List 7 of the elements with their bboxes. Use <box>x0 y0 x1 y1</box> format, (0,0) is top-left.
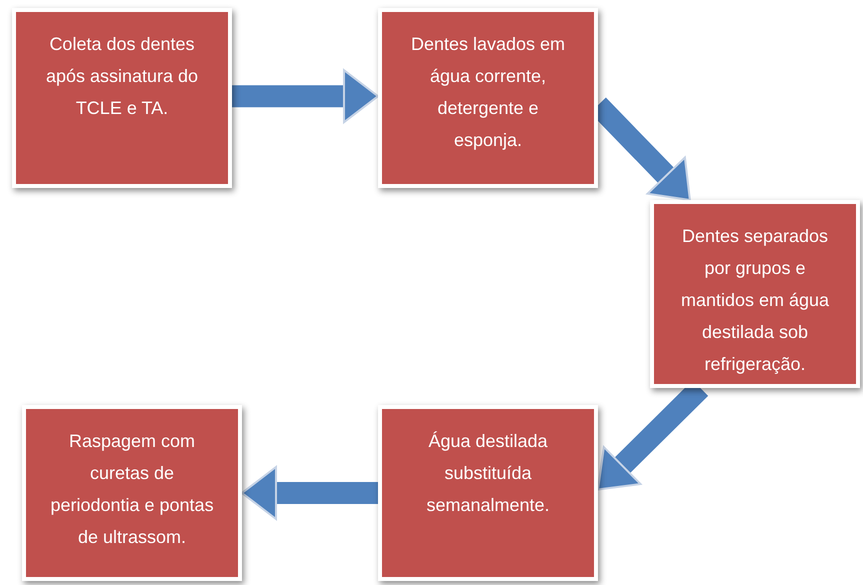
step-text: Coleta dos dentes após assinatura do TCLE e TA. <box>44 33 200 120</box>
block-arrow <box>232 69 379 124</box>
step-text: Dentes lavados em água corrente, detergente e esponja. <box>410 33 566 152</box>
step-text: Dentes separados por grupos e mantidos em água destilada sob refrigeração. <box>680 225 830 376</box>
block-arrow <box>241 466 378 520</box>
step-text: Raspagem com curetas de periodontia e pontas de ultrassom. <box>50 430 214 549</box>
step-text: Água destilada substituída semanalmente. <box>425 430 551 517</box>
